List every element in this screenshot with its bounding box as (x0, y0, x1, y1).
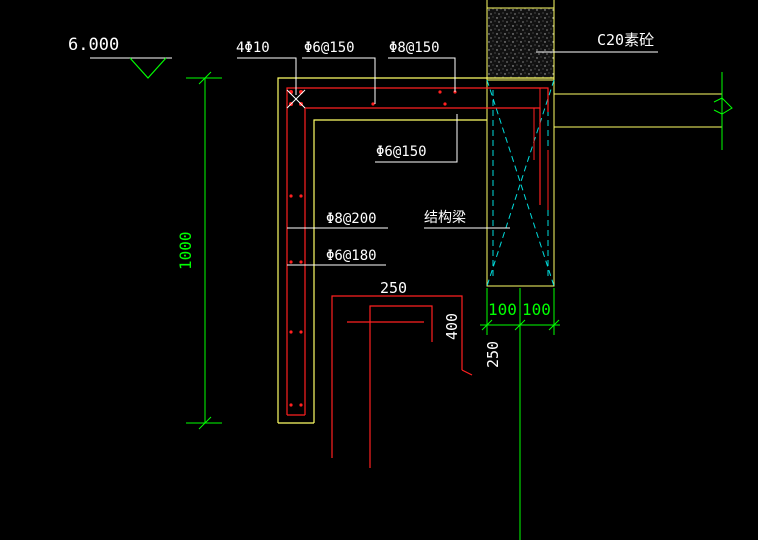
height-dim-tick-top (198, 71, 212, 85)
break-symbol (713, 97, 733, 115)
detail-dim-width: 250 (380, 279, 407, 297)
col-dim-left-label: 100 (488, 300, 517, 319)
leader-top-bar (388, 57, 456, 92)
label-inner-bar: Φ6@150 (376, 144, 427, 160)
detail-bar-tail (461, 369, 473, 376)
detail-bar-inner (369, 305, 433, 468)
leader-inner-bar (375, 114, 458, 163)
label-top-stirrup: Φ6@150 (304, 40, 355, 56)
elevation-label: 6.000 (68, 35, 119, 55)
leader-corner-bars (237, 57, 297, 95)
label-corner-bars: 4Φ10 (236, 40, 270, 56)
beam-outline (486, 79, 555, 287)
col-dim-tick-2 (514, 319, 526, 331)
elevation-symbol (129, 57, 167, 79)
parapet-outline-inner (313, 119, 487, 423)
rebar-outer (286, 87, 549, 415)
detail-bar-outer (331, 295, 463, 458)
height-dim-tick-bottom (198, 416, 212, 430)
corner-cross-2 (286, 89, 306, 109)
height-dim-label: 1000 (176, 231, 195, 270)
leader-top-stirrup (302, 57, 376, 104)
parapet-outline-outer (277, 77, 554, 423)
concrete-column (486, 7, 555, 81)
col-dim-tick-3 (548, 319, 560, 331)
col-dim-tick-1 (481, 319, 493, 331)
beam-hatch-diag-1 (486, 79, 555, 287)
label-beam: 结构梁 (424, 210, 466, 226)
beam-hatch-diag-2 (486, 79, 555, 287)
detail-dim-height: 400 (443, 313, 461, 340)
col-dim-right-label: 100 (522, 300, 551, 319)
label-top-bar: Φ8@150 (389, 40, 440, 56)
lower-dim-label: 250 (484, 341, 502, 368)
label-wall-bar: Φ8@200 (326, 211, 377, 227)
label-wall-stirrup: Φ6@180 (326, 248, 377, 264)
material-label: C20素砼 (597, 31, 654, 49)
